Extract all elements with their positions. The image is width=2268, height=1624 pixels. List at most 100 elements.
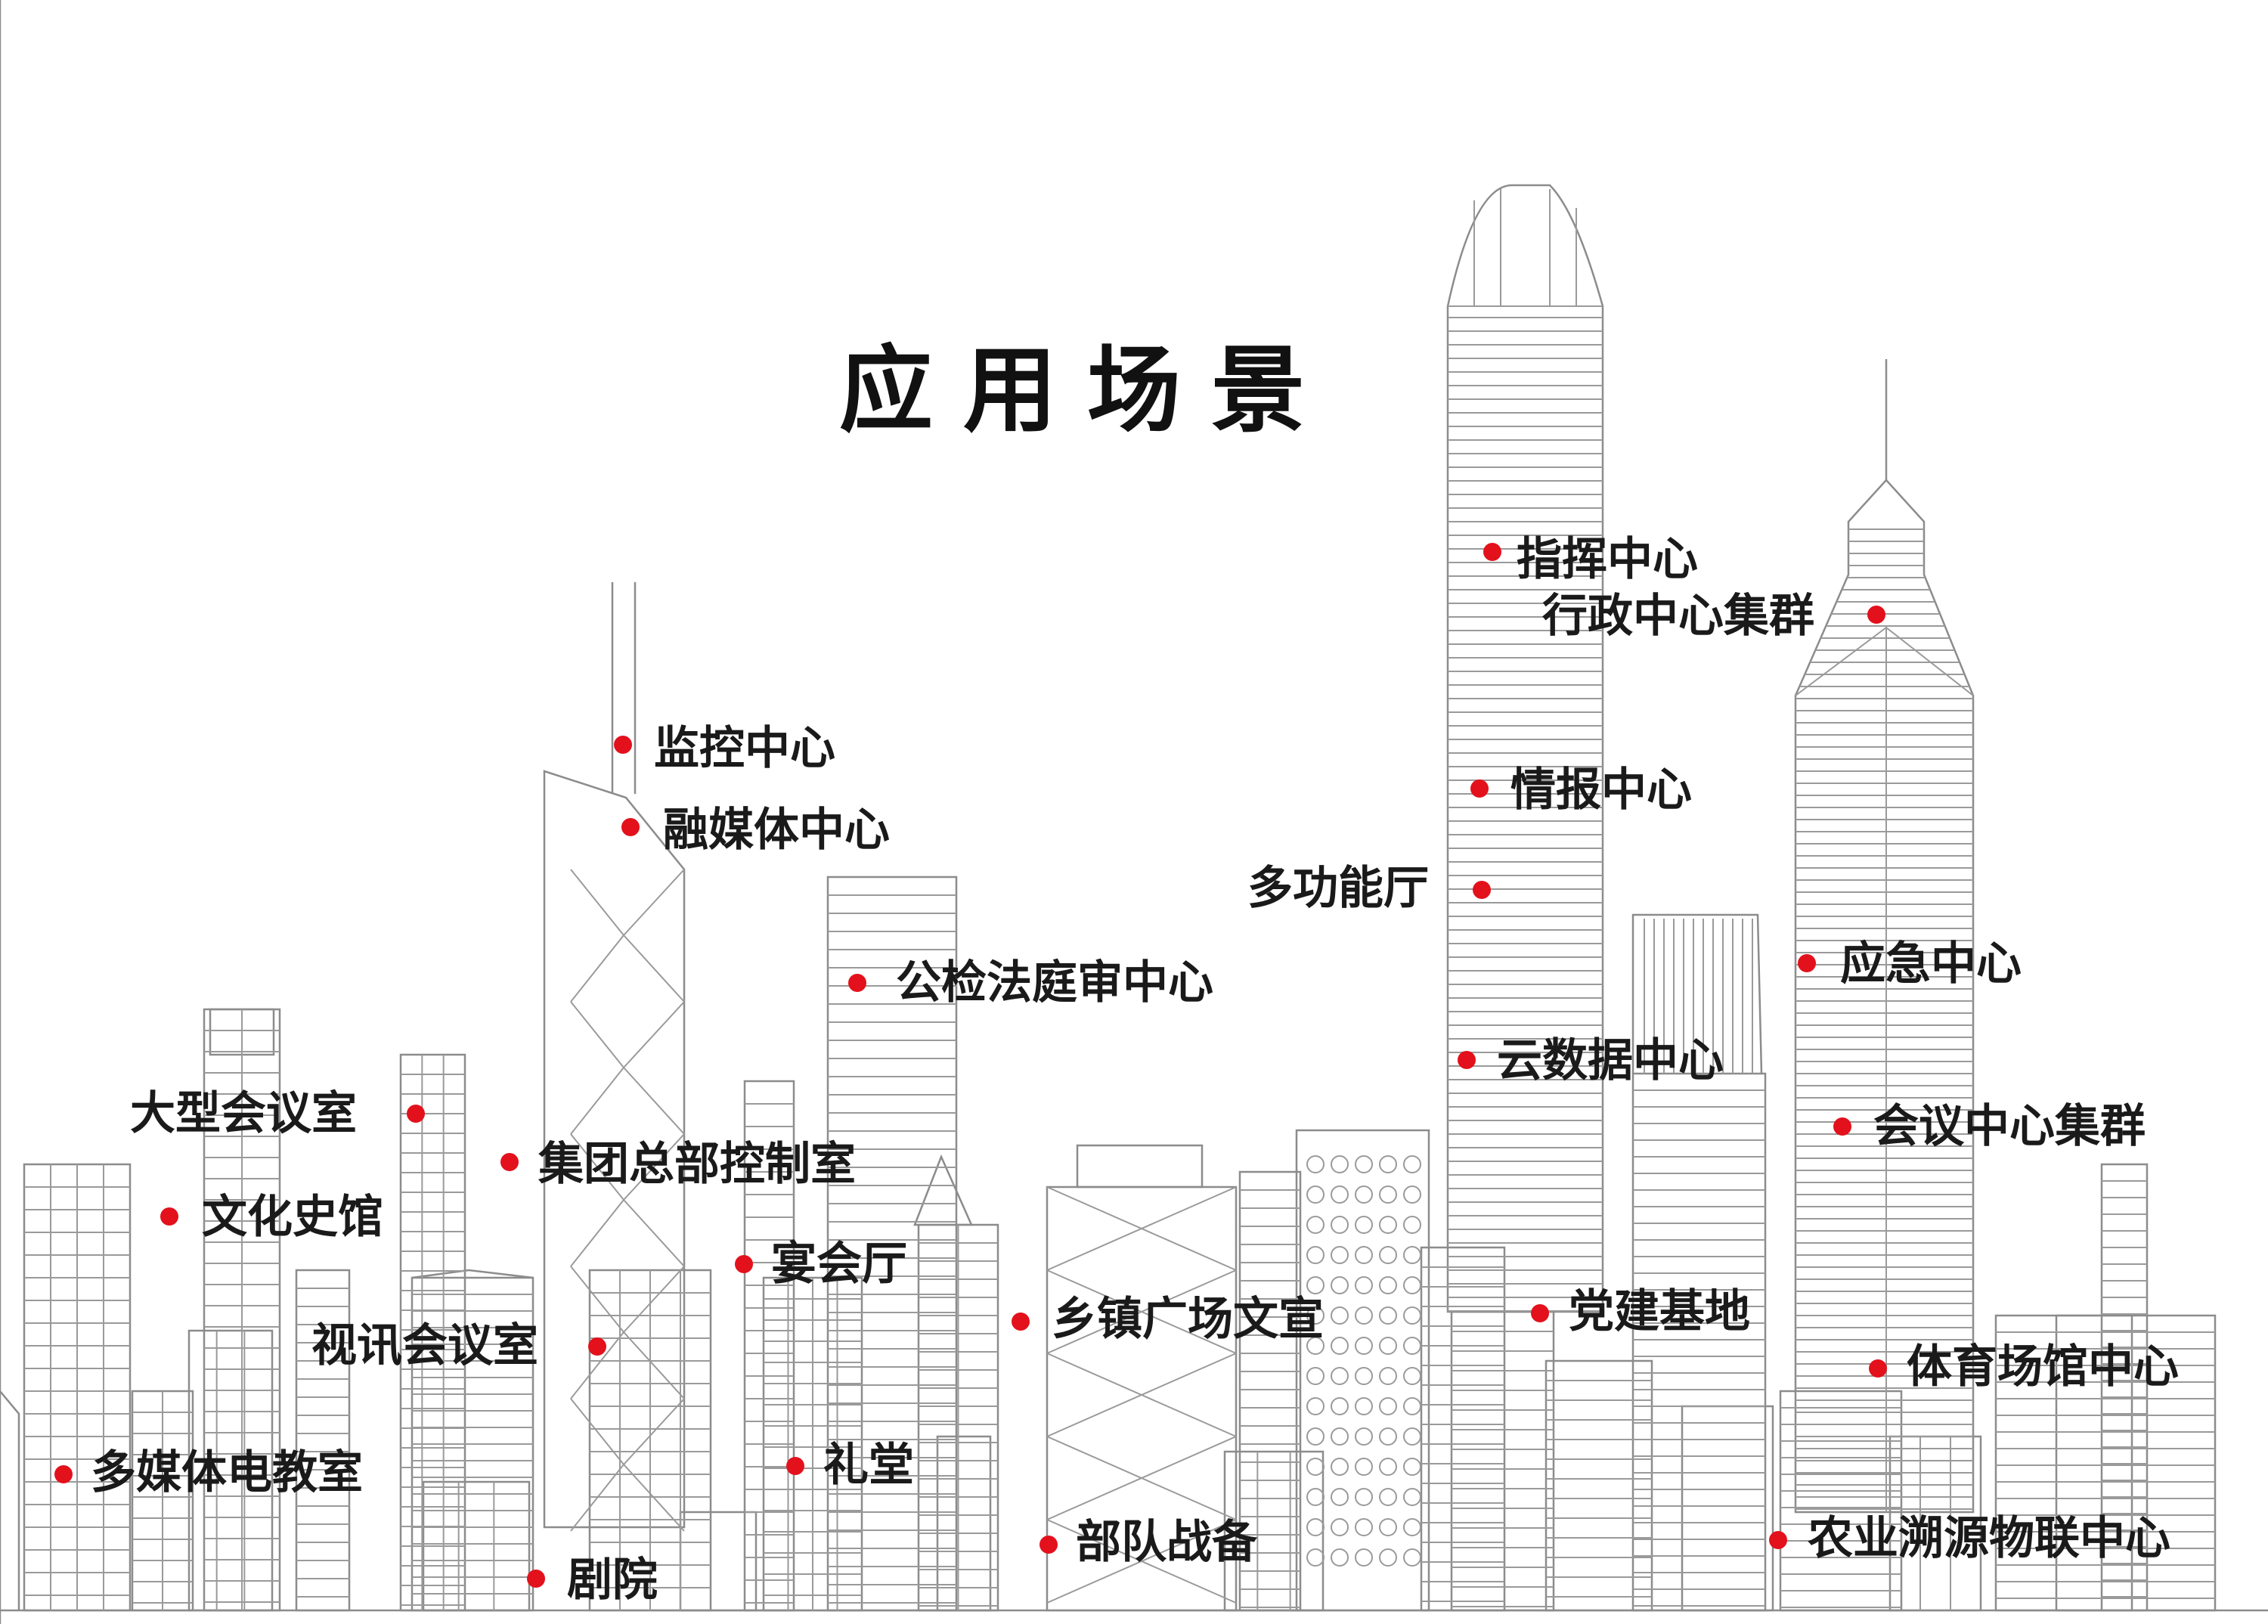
marker-label: 应急中心 (1840, 938, 2022, 990)
building-outline (1295, 1129, 1430, 1612)
tower-brace (570, 1398, 685, 1532)
marker-label: 礼堂 (823, 1439, 914, 1492)
marker-label: 宴会厅 (771, 1238, 907, 1291)
location-dot (407, 1105, 425, 1123)
tower-brace (570, 1266, 685, 1399)
round-window (1403, 1548, 1421, 1567)
building-outline (1450, 1310, 1555, 1612)
location-dot (1470, 779, 1489, 798)
building-outline (2055, 1314, 2217, 1612)
round-window (1306, 1458, 1325, 1476)
round-window (1306, 1488, 1325, 1506)
building-outline (295, 1269, 351, 1612)
round-window (1403, 1397, 1421, 1415)
round-window (1331, 1488, 1349, 1506)
round-window (1379, 1488, 1397, 1506)
round-window (1355, 1306, 1373, 1325)
marker-label: 会议中心集群 (1873, 1100, 2146, 1153)
round-window (1379, 1246, 1397, 1264)
round-window (1331, 1548, 1349, 1567)
round-window (1355, 1458, 1373, 1476)
truss-line (1046, 1353, 1237, 1437)
round-window (1355, 1488, 1373, 1506)
round-window (1379, 1276, 1397, 1294)
round-window (1306, 1548, 1325, 1567)
marker-label: 大型会议室 (130, 1087, 357, 1140)
location-dot (735, 1255, 753, 1273)
location-dot (1483, 543, 1501, 561)
marker-label: 公检法庭审中心 (896, 956, 1213, 1009)
round-window (1306, 1185, 1325, 1204)
tower-outline (1446, 184, 1604, 1313)
marker-label: 多功能厅 (1247, 862, 1429, 915)
location-dot (54, 1465, 73, 1483)
round-window (1306, 1155, 1325, 1173)
round-window (1331, 1306, 1349, 1325)
round-window (1306, 1337, 1325, 1355)
building-outline (1681, 1405, 1774, 1612)
round-window (1403, 1246, 1421, 1264)
tower-brace (570, 1133, 685, 1267)
location-dot (1458, 1051, 1476, 1069)
round-window (1379, 1427, 1397, 1446)
round-window (1331, 1216, 1349, 1234)
round-window (1355, 1337, 1373, 1355)
round-window (1355, 1185, 1373, 1204)
marker-label: 体育场馆中心 (1907, 1340, 2179, 1393)
round-window (1403, 1337, 1421, 1355)
round-window (1379, 1397, 1397, 1415)
marker-label: 集团总部控制室 (538, 1138, 856, 1191)
edge-building (0, 1390, 20, 1610)
location-dot (1867, 606, 1885, 624)
round-window (1331, 1185, 1349, 1204)
location-dot (614, 736, 632, 754)
truss-line (1046, 1519, 1237, 1604)
building-outline (1076, 1144, 1204, 1189)
location-dot (848, 974, 866, 992)
location-dot (1869, 1359, 1887, 1378)
round-window (1306, 1427, 1325, 1446)
round-window (1355, 1216, 1373, 1234)
round-window (1403, 1488, 1421, 1506)
round-window (1403, 1185, 1421, 1204)
round-window (1379, 1518, 1397, 1536)
roof-line (411, 1269, 534, 1279)
round-window (1331, 1155, 1349, 1173)
round-window (1379, 1216, 1397, 1234)
round-window (1379, 1548, 1397, 1567)
truss-line (1046, 1269, 1237, 1354)
round-window (1355, 1427, 1373, 1446)
round-window (1355, 1367, 1373, 1385)
round-window (1403, 1216, 1421, 1234)
marker-label: 融媒体中心 (663, 804, 890, 857)
marker-label: 情报中心 (1510, 764, 1692, 817)
marker-label: 行政中心集群 (1542, 590, 1814, 643)
location-dot (527, 1570, 545, 1588)
round-window (1379, 1185, 1397, 1204)
round-window (1331, 1367, 1349, 1385)
location-dot (1473, 881, 1491, 899)
round-window (1403, 1427, 1421, 1446)
round-window (1331, 1276, 1349, 1294)
round-window (1379, 1458, 1397, 1476)
marker-label: 视讯会议室 (311, 1319, 538, 1372)
marker-label: 乡镇广场文宣 (1052, 1293, 1324, 1346)
marker-label: 部队战备 (1076, 1516, 1257, 1569)
round-window (1403, 1306, 1421, 1325)
round-window (1355, 1397, 1373, 1415)
round-window (1355, 1246, 1373, 1264)
location-dot (588, 1337, 606, 1356)
round-window (1306, 1518, 1325, 1536)
building-outline (936, 1435, 992, 1612)
round-window (1306, 1246, 1325, 1264)
round-window (1306, 1216, 1325, 1234)
round-window (1403, 1458, 1421, 1476)
tower-brace (570, 1001, 685, 1135)
round-window (1331, 1397, 1349, 1415)
marker-label: 云数据中心 (1497, 1034, 1724, 1087)
location-dot (1012, 1313, 1030, 1331)
round-window (1355, 1518, 1373, 1536)
round-window (1331, 1337, 1349, 1355)
